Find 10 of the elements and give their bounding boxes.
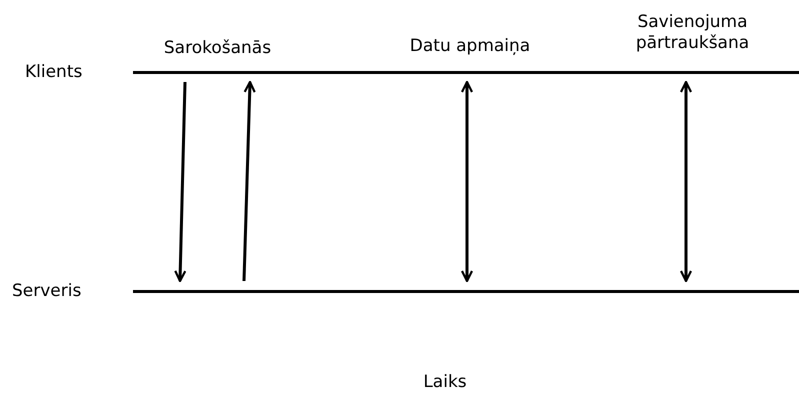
double-arrow: [680, 80, 692, 282]
phase-label: Savienojuma pārtraukšana: [634, 12, 750, 54]
arrow: [242, 80, 256, 282]
lifeline-label: Serveris: [12, 281, 82, 301]
lifeline-label: Klients: [25, 62, 82, 82]
double-arrow: [460, 80, 474, 282]
axis-label: Laiks: [422, 372, 468, 393]
arrow: [174, 82, 186, 282]
phase-label: Sarokošanās: [162, 38, 272, 59]
phase-label: Datu apmaiņa: [408, 36, 532, 57]
